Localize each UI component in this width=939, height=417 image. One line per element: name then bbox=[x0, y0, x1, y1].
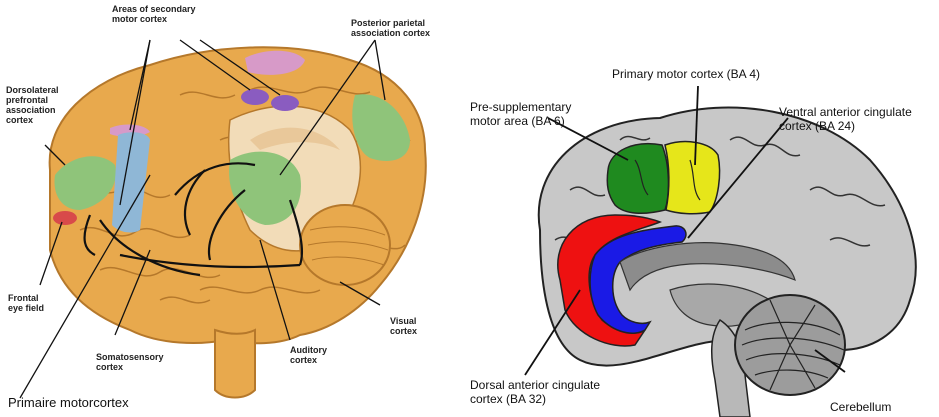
label-secondary-motor: Areas of secondary motor cortex bbox=[112, 4, 196, 24]
frontal-eye-field-red bbox=[53, 211, 77, 225]
label-frontal-eye-field: Frontal eye field bbox=[8, 293, 44, 313]
label-posterior-parietal: Posterior parietal association cortex bbox=[351, 18, 430, 38]
cerebellum-shape bbox=[300, 205, 390, 285]
label-dorsal-acc: Dorsal anterior cingulate cortex (BA 32) bbox=[470, 378, 600, 406]
lateral-brain-illustration bbox=[0, 0, 470, 417]
label-dorsolateral-prefrontal: Dorsolateral prefrontal association cort… bbox=[6, 85, 59, 125]
brainstem-shape bbox=[215, 330, 255, 398]
label-primary-motor-nl: Primaire motorcortex bbox=[8, 398, 129, 408]
label-ventral-acc: Ventral anterior cingulate cortex (BA 24… bbox=[779, 105, 912, 133]
label-visual-cortex: Visual cortex bbox=[390, 316, 417, 336]
secondary-motor-purple-1 bbox=[241, 89, 269, 105]
secondary-motor-purple-2 bbox=[271, 95, 299, 111]
label-primary-motor: Primary motor cortex (BA 4) bbox=[612, 67, 760, 81]
primary-motor-yellow bbox=[665, 142, 720, 214]
label-somatosensory: Somatosensory cortex bbox=[96, 352, 164, 372]
label-auditory: Auditory cortex bbox=[290, 345, 327, 365]
label-pre-sma: Pre-supplementary motor area (BA 6) bbox=[470, 100, 571, 128]
midsagittal-brain-illustration bbox=[470, 0, 939, 417]
midsagittal-brain-diagram: Primary motor cortex (BA 4) Pre-suppleme… bbox=[470, 0, 939, 417]
label-cerebellum: Cerebellum bbox=[830, 400, 891, 414]
lateral-brain-diagram: Areas of secondary motor cortex Posterio… bbox=[0, 0, 470, 417]
